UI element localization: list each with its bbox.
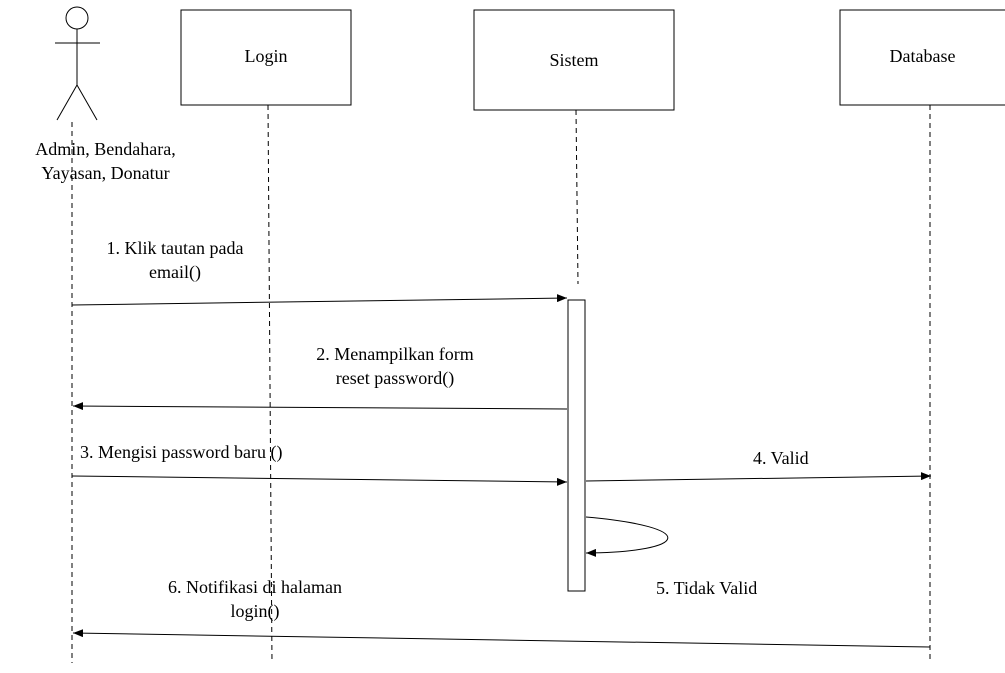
actor-label-line2: Yayasan, Donatur <box>41 163 170 183</box>
message-arrow-5-self <box>585 516 669 557</box>
lifeline-box-login <box>180 9 352 106</box>
lifeline-label-login: Login <box>244 46 288 66</box>
actor-label: Admin, Bendahara, Yayasan, Donatur <box>8 137 203 185</box>
message-label-6-line2: login() <box>230 601 280 621</box>
message-arrow-4 <box>585 472 932 482</box>
message-arrow-2 <box>72 402 568 411</box>
message-arrow-1 <box>71 294 568 306</box>
message-label-3: 3. Mengisi password baru () <box>80 442 283 462</box>
actor-figure <box>55 6 100 121</box>
lifeline-label-database: Database <box>889 46 956 66</box>
message-label-1: 1. Klik tautan pada email() <box>60 236 290 284</box>
message-label-1-line1: 1. Klik tautan pada <box>106 238 244 258</box>
actor-label-line1: Admin, Bendahara, <box>35 139 176 159</box>
lifeline-box-database <box>839 9 1005 106</box>
message-label-2-line2: reset password() <box>335 368 455 388</box>
message-arrow-3 <box>71 475 568 486</box>
message-label-6-line1: 6. Notifikasi di halaman <box>168 577 342 597</box>
message-label-2-line1: 2. Menampilkan form <box>316 344 474 364</box>
activation-bar-sistem <box>567 299 586 592</box>
message-label-1-line2: email() <box>149 262 201 282</box>
lifeline-label-sistem: Sistem <box>549 50 599 70</box>
message-arrow-6 <box>72 629 931 648</box>
message-label-5: 5. Tidak Valid <box>656 578 758 598</box>
message-label-6: 6. Notifikasi di halaman login() <box>130 575 380 623</box>
lifeline-login <box>267 104 273 664</box>
message-label-4: 4. Valid <box>753 448 809 468</box>
lifeline-box-sistem <box>473 9 675 111</box>
lifeline-sistem <box>575 109 579 285</box>
message-label-2: 2. Menampilkan form reset password() <box>270 342 520 390</box>
